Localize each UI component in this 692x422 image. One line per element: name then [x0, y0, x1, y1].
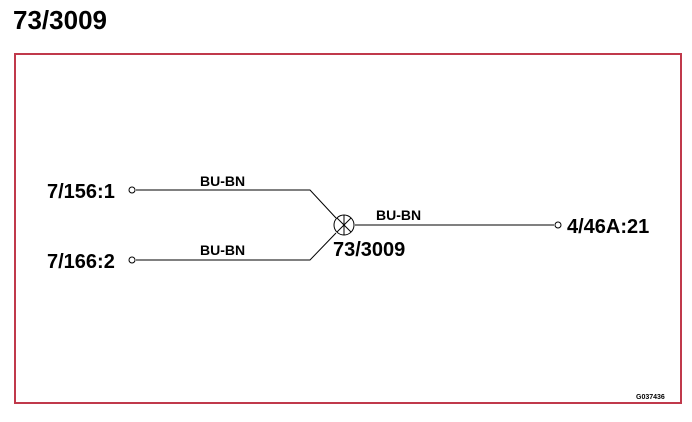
splice-label: 73/3009: [333, 239, 405, 261]
reference-code: G037436: [636, 394, 665, 401]
diagram-frame: [14, 53, 682, 404]
connector-left-bottom-label: 7/166:2: [47, 251, 115, 273]
page-title: 73/3009: [13, 5, 107, 35]
terminal-left-bottom-icon: [128, 256, 136, 264]
wire-bottom-label: BU-BN: [200, 242, 245, 258]
wire-right-label: BU-BN: [376, 207, 421, 223]
wire-top: [136, 189, 337, 219]
splice-point-icon: [333, 214, 355, 236]
connector-left-top-label: 7/156:1: [47, 181, 115, 203]
terminal-left-top-icon: [128, 186, 136, 194]
connector-right-label: 4/46A:21: [567, 216, 649, 238]
terminal-right-icon: [554, 221, 562, 229]
wire-bottom: [136, 232, 337, 261]
wire-top-label: BU-BN: [200, 173, 245, 189]
wire-lines: [136, 189, 554, 261]
